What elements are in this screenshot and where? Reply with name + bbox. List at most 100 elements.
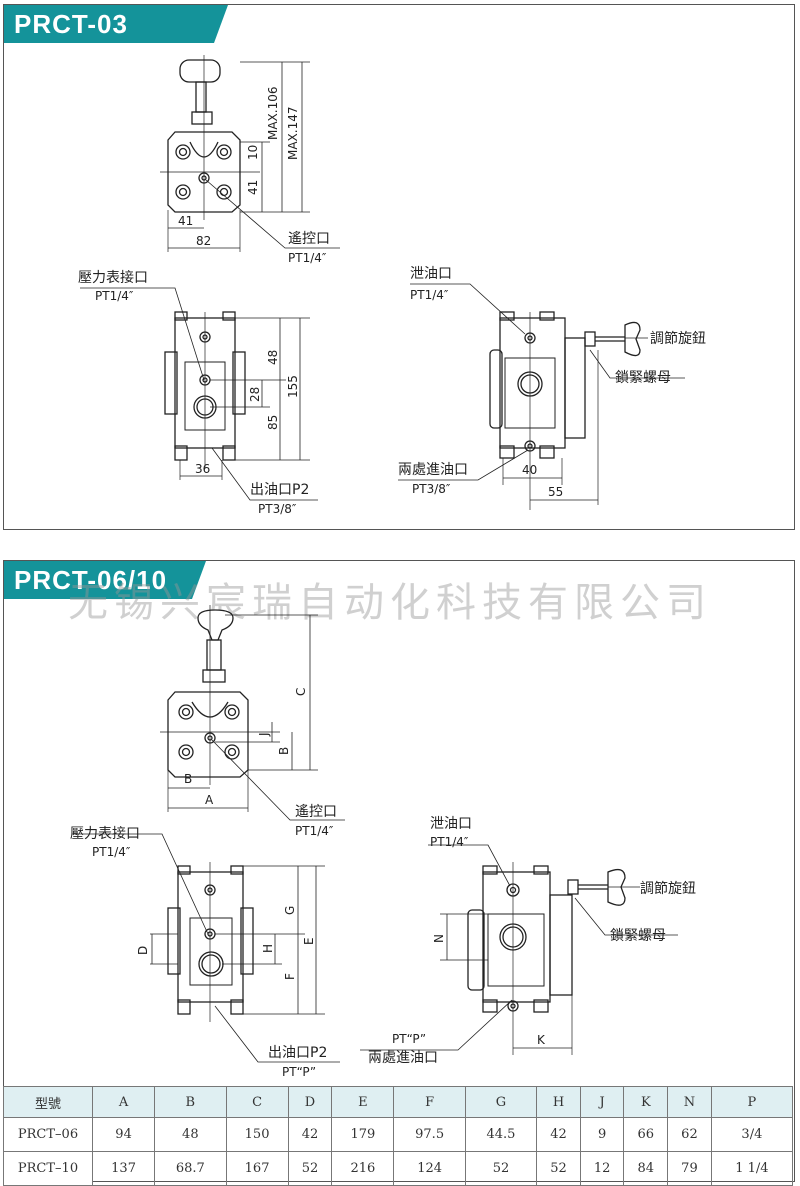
col-p: P	[710, 1086, 794, 1118]
cell: 44.5	[464, 1117, 538, 1152]
cell: 79	[667, 1151, 712, 1186]
gauge-port-spec: PT1/4″	[95, 289, 134, 303]
cell: 94	[91, 1117, 156, 1152]
cell: 52	[536, 1151, 581, 1186]
drain-port-spec: PT1/4″	[410, 288, 449, 302]
drain-port-label: 泄油口	[410, 266, 452, 282]
table-row: PRCT–06 94 48 150 42 179 97.5 44.5 42 9 …	[3, 1117, 794, 1152]
outlet-port-spec: PT3/8″	[258, 502, 297, 516]
watermark: 无锡兴宸瑞自动化科技有限公司	[68, 580, 712, 626]
p1-side-view	[398, 283, 685, 510]
col-j: J	[579, 1086, 625, 1118]
col-c: C	[225, 1086, 289, 1118]
dim-f: F	[283, 973, 297, 980]
cell: 84	[623, 1151, 669, 1186]
gauge-port-spec-2: PT1/4″	[92, 845, 131, 859]
cell: 52	[287, 1151, 333, 1186]
col-d: D	[287, 1086, 333, 1118]
dim-10: 10	[246, 145, 260, 160]
cell: 9	[579, 1117, 625, 1152]
remote-port-label-2: 遙控口	[295, 804, 337, 820]
adjust-knob-label: 調節旋鈕	[650, 330, 706, 347]
col-h: H	[536, 1086, 581, 1118]
dim-55: 55	[548, 485, 563, 499]
cell: 48	[154, 1117, 227, 1152]
cell: 97.5	[393, 1117, 466, 1152]
dim-n: N	[432, 934, 446, 943]
dim-36: 36	[195, 462, 210, 476]
panel-title: PRCT-06/10	[4, 561, 206, 599]
cell: 66	[623, 1117, 669, 1152]
p1-front-view	[80, 287, 318, 501]
dim-h: H	[261, 944, 275, 953]
lock-nut-label-2: 鎖緊螺母	[610, 928, 666, 944]
outlet-port-spec-2: PT“P”	[282, 1065, 316, 1079]
table-row: PRCT–10 137 68.7 167 52 216 124 52 52 12…	[3, 1151, 794, 1186]
inlet-port-label-2: 兩處進油口	[368, 1050, 438, 1066]
gauge-port-label: 壓力表接口	[78, 269, 148, 286]
drain-port-label-2: 泄油口	[430, 816, 472, 832]
inlet-port-spec-2: PT“P”	[392, 1032, 426, 1046]
col-f: F	[393, 1086, 466, 1118]
remote-port-spec-2: PT1/4″	[295, 824, 334, 838]
table-header-row: 型號 A B C D E F G H J K N P	[3, 1086, 794, 1118]
col-a: A	[91, 1086, 156, 1118]
drain-port-spec-2: PT1/4″	[430, 835, 469, 849]
col-n: N	[667, 1086, 712, 1118]
cell: 42	[287, 1117, 333, 1152]
dim-41-horiz: 41	[178, 214, 193, 228]
col-b: B	[154, 1086, 227, 1118]
col-k: K	[623, 1086, 669, 1118]
inlet-port-spec: PT3/8″	[412, 482, 451, 496]
adjust-knob-label-2: 調節旋鈕	[640, 880, 696, 897]
dim-b-vert: B	[277, 747, 291, 755]
cell: 179	[331, 1117, 395, 1152]
p2-top-view	[160, 605, 345, 821]
p2-side-view	[360, 844, 678, 1055]
dim-40: 40	[522, 463, 537, 477]
p1-top-view	[160, 55, 340, 252]
remote-port-spec: PT1/4″	[288, 251, 327, 265]
cell: 167	[225, 1151, 289, 1186]
col-e: E	[331, 1086, 395, 1118]
dim-k: K	[537, 1033, 546, 1047]
cell: 1 1/4	[710, 1151, 794, 1186]
p2-front-view	[72, 833, 340, 1063]
prct-03-panel: PRCT-03	[3, 4, 795, 530]
inlet-port-label: 兩處進油口	[398, 462, 468, 478]
outlet-port-label: 出油口P2	[250, 482, 309, 498]
prct-06-10-panel: PRCT-06/10	[3, 560, 795, 1182]
dim-max147: MAX.147	[286, 106, 300, 160]
cell: 137	[91, 1151, 156, 1186]
cell: 3/4	[710, 1117, 794, 1152]
cell: 150	[225, 1117, 289, 1152]
dim-48: 48	[266, 350, 280, 365]
dim-85: 85	[266, 415, 280, 430]
dim-41-vert: 41	[246, 180, 260, 195]
dim-a: A	[205, 793, 214, 807]
dim-c: C	[294, 688, 308, 696]
dimension-table: 型號 A B C D E F G H J K N P PRCT–06 94 48…	[3, 1086, 794, 1186]
dim-e: E	[302, 937, 316, 945]
outlet-port-label-2: 出油口P2	[268, 1045, 327, 1061]
col-g: G	[464, 1086, 538, 1118]
cell: 62	[667, 1117, 712, 1152]
lock-nut-label: 鎖緊螺母	[615, 370, 671, 386]
dim-b-horiz: B	[184, 772, 192, 786]
dim-155: 155	[286, 375, 300, 398]
panel-title: PRCT-03	[4, 5, 228, 43]
dim-d: D	[136, 946, 150, 955]
cell: 52	[464, 1151, 538, 1186]
cell: 124	[393, 1151, 466, 1186]
cell: PRCT–06	[3, 1117, 93, 1152]
dim-j: J	[257, 732, 271, 737]
cell: 68.7	[154, 1151, 227, 1186]
cell: PRCT–10	[3, 1151, 93, 1186]
remote-port-label: 遙控口	[288, 231, 330, 247]
col-model: 型號	[3, 1086, 93, 1118]
dim-82: 82	[196, 234, 211, 248]
gauge-port-label-2: 壓力表接口	[70, 825, 140, 842]
cell: 12	[579, 1151, 625, 1186]
cell: 42	[536, 1117, 581, 1152]
